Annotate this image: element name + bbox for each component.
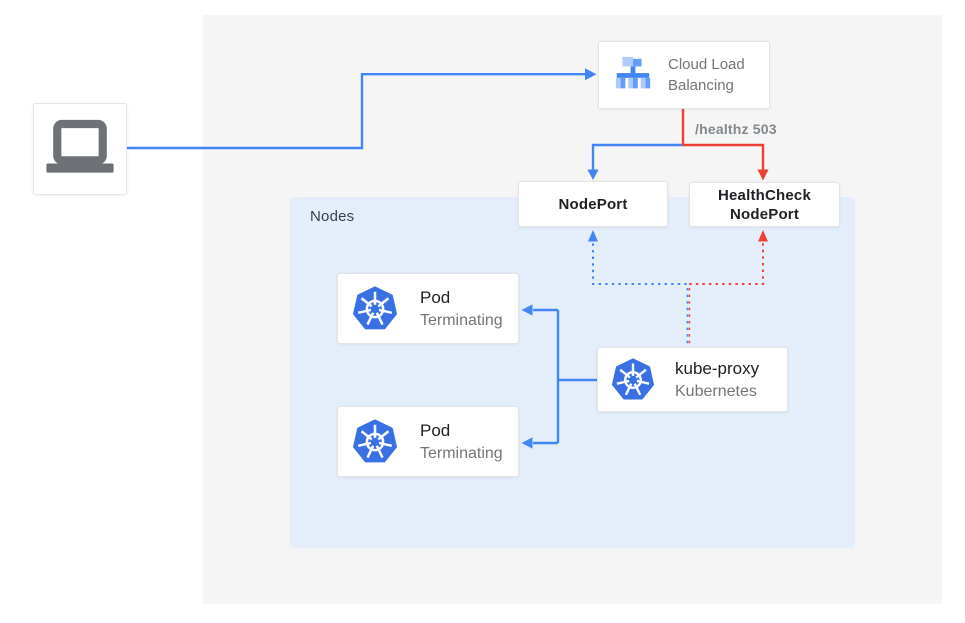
healthz-route-label: /healthz 503	[695, 121, 777, 137]
cloud-load-balancing-icon	[612, 54, 654, 96]
kubernetes-icon	[352, 419, 398, 465]
nodeport-node: NodePort	[518, 181, 668, 227]
laptop-icon	[43, 119, 117, 179]
kube-proxy-text: kube-proxy Kubernetes	[675, 357, 759, 402]
pod-2-status: Terminating	[420, 445, 503, 462]
kube-proxy-subtitle: Kubernetes	[675, 383, 757, 400]
kubernetes-icon	[352, 286, 398, 332]
pod-1-text: Pod Terminating	[420, 286, 503, 331]
cloud-load-balancing-label-line1: Cloud Load	[668, 56, 745, 73]
healthcheck-nodeport-label-line2: NodePort	[729, 205, 800, 223]
kube-proxy-node: kube-proxy Kubernetes	[597, 347, 788, 412]
pod-node-1: Pod Terminating	[337, 273, 519, 344]
cloud-load-balancing-label: Cloud Load Balancing	[668, 54, 745, 96]
healthcheck-nodeport-label-line1: HealthCheck	[717, 186, 812, 204]
kubernetes-icon	[611, 358, 655, 402]
pod-1-title: Pod	[420, 288, 451, 307]
kube-proxy-title: kube-proxy	[675, 359, 760, 378]
pod-2-title: Pod	[420, 421, 451, 440]
pod-1-status: Terminating	[420, 312, 503, 329]
pod-2-text: Pod Terminating	[420, 419, 503, 464]
healthcheck-nodeport-node: HealthCheck NodePort	[689, 182, 840, 227]
cloud-load-balancing-label-line2: Balancing	[668, 77, 734, 94]
nodes-group-label: Nodes	[310, 208, 355, 225]
pod-node-2: Pod Terminating	[337, 406, 519, 477]
client-node	[33, 103, 127, 195]
cloud-load-balancing-node: Cloud Load Balancing	[598, 41, 770, 109]
nodeport-label: NodePort	[558, 195, 628, 213]
